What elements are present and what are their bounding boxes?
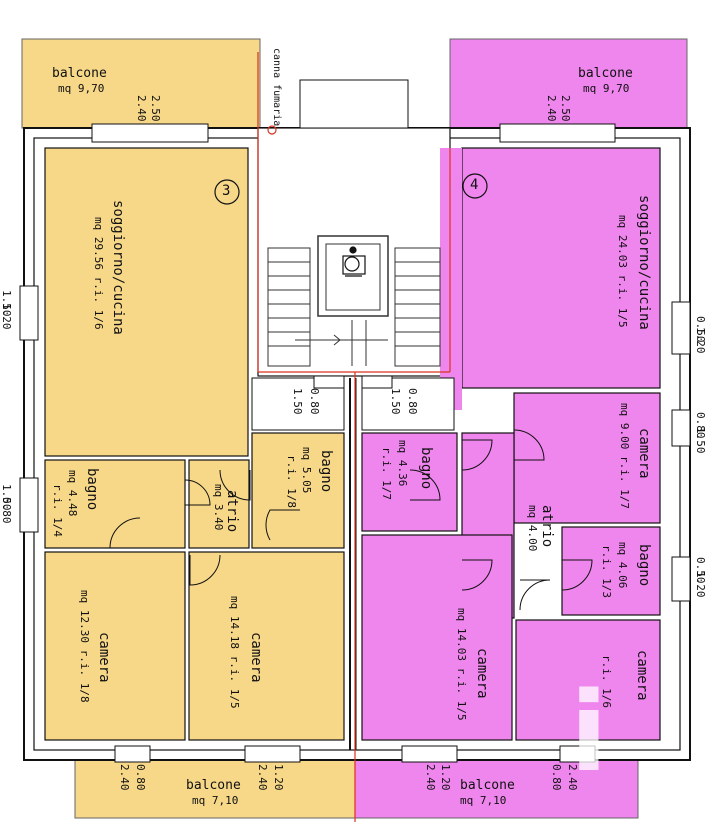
unit4-bagno-mid xyxy=(361,432,458,532)
unit3-bagno-mid-area: mq 5.05 xyxy=(300,447,313,494)
unit4-camera-top-info: mq 9.00 r.i. 1/7 xyxy=(618,403,631,509)
unit3-balcone-bottom-name: balcone xyxy=(186,778,241,793)
dim-top-right-b: 2.50 xyxy=(559,95,572,122)
dim-bottom-3a: 2.40 xyxy=(424,764,437,791)
unit4-soggiorno-name: soggiorno/cucina xyxy=(636,195,652,330)
unit4-soggiorno xyxy=(461,147,661,389)
dim-center-left-b: 1.50 xyxy=(291,388,304,415)
stair-steps xyxy=(267,235,441,367)
unit4-soggiorno-ext xyxy=(440,148,462,410)
unit3-soggiorno xyxy=(44,147,249,457)
dim-top-left-b: 2.50 xyxy=(149,95,162,122)
unit3-bagno-left-area: mq 4.48 xyxy=(66,470,79,517)
unit3-balcone-top-area: mq 9,70 xyxy=(58,82,105,95)
unit4-camera-right xyxy=(515,619,661,741)
dim-right-1b: 1.20 xyxy=(694,327,706,354)
unit3-number: 3 xyxy=(222,183,231,199)
dim-bottom-3b: 1.20 xyxy=(439,764,452,791)
unit4-balcone-top-area: mq 9,70 xyxy=(583,82,630,95)
unit3-atrio-area: mq 3.40 xyxy=(212,484,225,531)
flue-icon xyxy=(267,125,277,135)
unit3-camera-left-info: mq 12.30 r.i. 1/8 xyxy=(78,590,91,703)
dim-center-right-b: 1.50 xyxy=(389,388,402,415)
unit4-camera-right-ri: r.i. 1/6 xyxy=(600,655,613,708)
unit3-soggiorno-info: mq 29.56 r.i. 1/6 xyxy=(92,217,105,330)
unit4-atrio-name: atrio xyxy=(539,505,555,548)
door-swings xyxy=(109,429,593,611)
unit3-bagno-left-name: bagno xyxy=(84,468,100,511)
flue-label: canna fumaria xyxy=(271,48,282,127)
unit4-balcone-bottom-area: mq 7,10 xyxy=(460,794,507,807)
dim-right-3b: 1.20 xyxy=(694,571,706,598)
dim-bottom-1b: 0.80 xyxy=(134,764,147,791)
unit4-bagno-right-name: bagno xyxy=(636,544,652,587)
unit3-balcone-bottom-area: mq 7,10 xyxy=(192,794,239,807)
unit3-bagno-mid xyxy=(251,432,345,549)
dim-bottom-2b: 1.20 xyxy=(272,764,285,791)
unit3-bagno-left-ri: r.i. 1/4 xyxy=(51,484,64,537)
unit4-number: 4 xyxy=(470,177,479,193)
unit3-atrio-name: atrio xyxy=(224,490,240,533)
unit3-camera-mid-info: mq 14.18 r.i. 1/5 xyxy=(228,596,241,709)
unit4-bagno-mid-name: bagno xyxy=(418,447,434,490)
unit4-balcone-bottom-name: balcone xyxy=(460,778,515,793)
dim-right-2b: 1.50 xyxy=(694,427,706,454)
dim-left-d: 1.50 xyxy=(0,484,13,511)
dim-bottom-1a: 2.40 xyxy=(118,764,131,791)
dim-center-left-a: 0.80 xyxy=(308,388,321,415)
dim-top-right-a: 2.40 xyxy=(545,95,558,122)
unit3-bagno-mid-ri: r.i. 1/8 xyxy=(285,455,298,508)
unit4-balcone-top xyxy=(449,38,688,129)
windows xyxy=(19,123,691,763)
dim-bottom-4a: 2.40 xyxy=(566,764,579,791)
unit3-number-circle xyxy=(214,179,240,205)
unit3-camera-mid xyxy=(188,551,345,741)
unit3-balcone-top xyxy=(21,38,261,129)
unit3-bagno-left xyxy=(44,459,186,549)
unit4-camera-mid-info: mq 14.03 r.i. 1/5 xyxy=(455,608,468,721)
unit3-atrio xyxy=(188,459,250,549)
unit3-camera-mid-name: camera xyxy=(248,632,264,683)
unit3-bagno-mid-name: bagno xyxy=(318,450,334,493)
dim-bottom-2a: 2.40 xyxy=(256,764,269,791)
unit3-balcone-top-name: balcone xyxy=(52,66,107,81)
red-boundary xyxy=(257,52,451,822)
unit4-number-circle xyxy=(462,173,488,199)
unit3-soggiorno-name: soggiorno/cucina xyxy=(110,200,126,335)
unit4-soggiorno-info: mq 24.03 r.i. 1/5 xyxy=(616,215,629,328)
wheelchair-stairlift-icon xyxy=(342,246,366,277)
unit4-camera-mid-name: camera xyxy=(474,648,490,699)
unit4-balcone-bottom xyxy=(354,759,639,819)
dim-left-b: 1.50 xyxy=(0,290,13,317)
dim-bottom-4b: 0.80 xyxy=(550,764,563,791)
roof-vent-box xyxy=(299,79,409,129)
unit4-atrio-area: mq 4.00 xyxy=(526,505,539,552)
unit4-bagno-mid-ri: r.i. 1/7 xyxy=(380,447,393,500)
unit4-bagno-right-ri: r.i. 1/3 xyxy=(600,545,613,598)
dim-top-left-a: 2.40 xyxy=(135,95,148,122)
unit4-bagno-right xyxy=(561,526,661,616)
unit4-bagno-mid-area: mq 4.36 xyxy=(396,440,409,487)
unit3-camera-left-name: camera xyxy=(96,632,112,683)
unit4-camera-right-name: camera xyxy=(634,650,650,701)
unit4-balcone-top-name: balcone xyxy=(578,66,633,81)
dim-center-right-a: 0.80 xyxy=(406,388,419,415)
watermark: i xyxy=(570,668,608,796)
unit4-bagno-right-area: mq 4.06 xyxy=(616,542,629,589)
unit4-camera-top-name: camera xyxy=(636,428,652,479)
unit4-camera-mid xyxy=(361,534,513,741)
unit3-camera-left xyxy=(44,551,186,741)
